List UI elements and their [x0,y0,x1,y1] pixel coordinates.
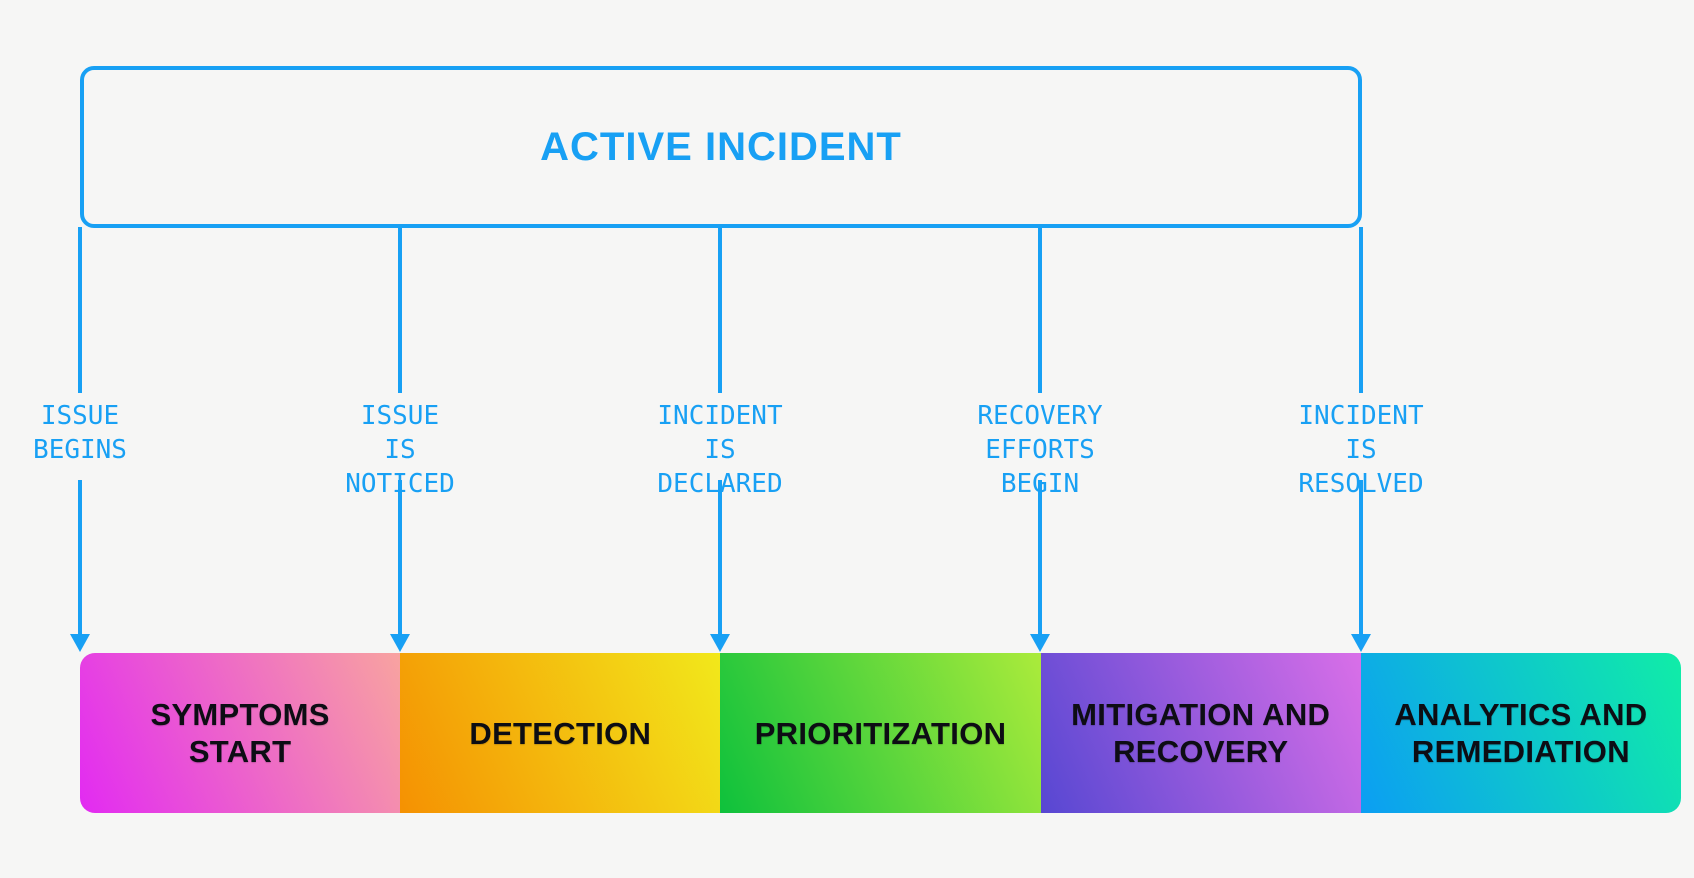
arrow-down-icon [1030,634,1050,652]
connector-line-bottom [718,480,722,634]
active-incident-title: ACTIVE INCIDENT [540,124,902,169]
active-incident-box: ACTIVE INCIDENT [80,66,1362,228]
connector-line-top [718,227,722,393]
connector-line-top [398,227,402,393]
arrow-down-icon [390,634,410,652]
milestone-label-incident-is-declared: INCIDENT IS DECLARED [657,401,783,499]
arrow-down-icon [710,634,730,652]
connector-line-top [78,227,82,393]
phase-prioritization: PRIORITIZATION [720,653,1041,813]
connector-line-bottom [1359,480,1363,634]
connector-line-bottom [398,480,402,634]
milestone-label-issue-begins: ISSUE BEGINS [33,401,127,465]
connector-line-top [1359,227,1363,393]
phase-bar: SYMPTOMS START DETECTION PRIORITIZATION … [80,653,1682,813]
arrow-down-icon [70,634,90,652]
connector-line-top [1038,227,1042,393]
phase-label: DETECTION [469,715,652,751]
phase-label: MITIGATION AND RECOVERY [1071,697,1331,769]
phase-symptoms-start: SYMPTOMS START [80,653,401,813]
phase-analytics-and-remediation: ANALYTICS AND REMEDIATION [1360,653,1682,813]
phase-mitigation-and-recovery: MITIGATION AND RECOVERY [1040,653,1361,813]
phase-label: PRIORITIZATION [754,715,1007,751]
phase-label: ANALYTICS AND REMEDIATION [1394,697,1648,769]
arrow-down-icon [1351,634,1371,652]
phase-label: SYMPTOMS START [150,697,330,769]
connector-line-bottom [1038,480,1042,634]
connector-line-bottom [78,480,82,634]
phase-detection: DETECTION [400,653,721,813]
